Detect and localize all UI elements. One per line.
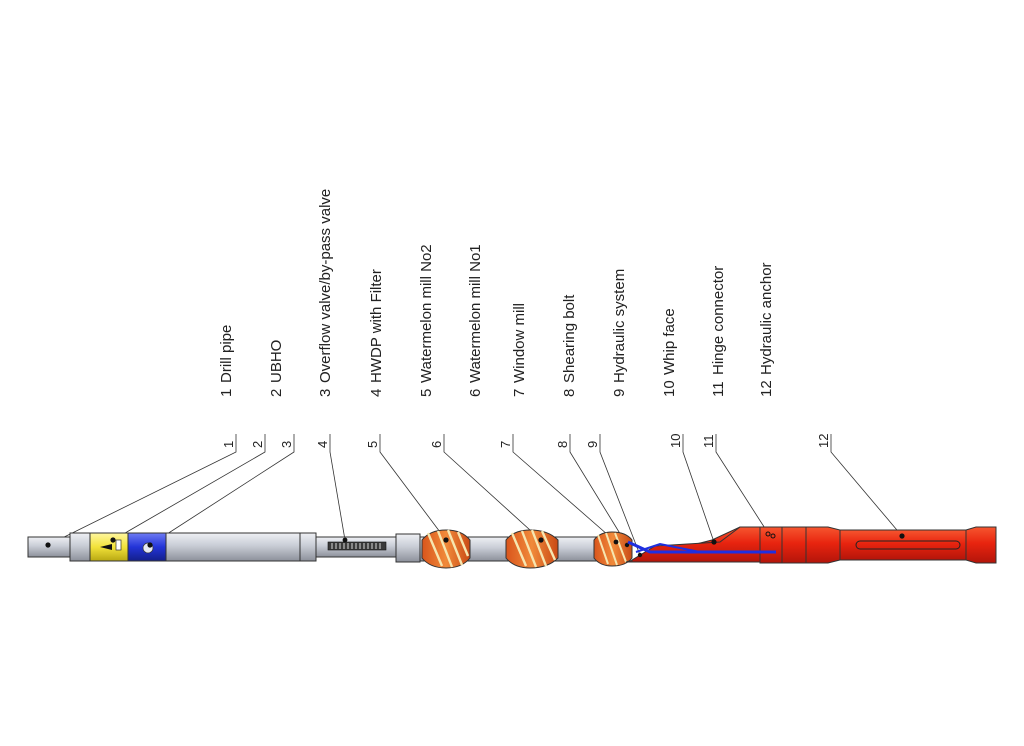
callout-11: 11 — [701, 435, 716, 449]
legend-label-5-text: Watermelon mill No2 — [418, 244, 435, 383]
callout-12: 12 — [816, 434, 831, 448]
ubho-marker — [110, 537, 116, 543]
leader-7 — [512, 434, 617, 543]
leader-5 — [379, 434, 447, 541]
callout-10: 10 — [668, 434, 683, 448]
legend-label-8-text: Shearing bolt — [561, 294, 578, 383]
legend-label-6-text: Watermelon mill No1 — [467, 244, 484, 383]
pipe-collar — [299, 532, 317, 562]
callout-6: 6 — [429, 441, 444, 448]
hwdp-filter — [327, 541, 387, 551]
legend-label-8: 8 — [561, 389, 578, 397]
legend-label-11-text: Hinge connector — [710, 266, 727, 375]
hinge-pin-1 — [765, 531, 771, 537]
ubho-body-gray — [69, 532, 93, 562]
legend-label-12: 12 — [758, 380, 775, 397]
ubho-slot — [115, 539, 122, 551]
legend-label-6: 6 — [467, 389, 484, 397]
legend-label-3: 3 — [317, 389, 334, 397]
anchor-housing-1 — [781, 526, 807, 564]
callout-8: 8 — [555, 441, 570, 448]
leader-9 — [599, 434, 641, 556]
leader-3 — [149, 434, 295, 546]
callout-5: 5 — [365, 441, 380, 448]
leader-lines — [47, 434, 903, 556]
callout-7: 7 — [498, 441, 513, 448]
window-mill — [593, 531, 633, 567]
hydraulic-line-branch — [635, 542, 701, 553]
legend-label-4-text: HWDP with Filter — [368, 269, 385, 383]
legend-label-7-text: Window mill — [511, 303, 528, 383]
legend-label-10-text: Whip face — [661, 308, 678, 375]
tool-string — [27, 526, 997, 569]
hinge-pin-2 — [770, 533, 776, 539]
legend-label-10: 10 — [661, 380, 678, 397]
leader-4 — [329, 434, 346, 541]
legend-label-7: 7 — [511, 389, 528, 397]
overflow-valve-marker — [147, 542, 153, 548]
legend: 1 Drill pipe 2 UBHO 3 Overflow valve/by-… — [218, 189, 775, 397]
legend-label-9: 9 — [611, 389, 628, 397]
whip-face — [631, 526, 761, 563]
legend-label-11: 11 — [710, 381, 727, 397]
legend-label-9-text: Hydraulic system — [611, 269, 628, 383]
legend-label-12-text: Hydraulic anchor — [758, 262, 775, 375]
hwdp-marker — [342, 537, 348, 543]
legend-label-1-text: Drill pipe — [218, 325, 235, 383]
ubho-key — [100, 544, 112, 550]
legend-label-2-text: UBHO — [268, 340, 285, 383]
pipe-section-upper — [165, 532, 311, 562]
callout-9: 9 — [585, 441, 600, 448]
anchor-marker — [899, 533, 905, 539]
callout-numbers: 1 2 3 4 5 6 7 8 9 10 11 12 — [221, 434, 831, 448]
callout-4: 4 — [315, 441, 330, 448]
hydraulic-line — [627, 540, 776, 554]
drill-pipe-marker — [45, 542, 51, 548]
leader-6 — [443, 434, 542, 541]
watermelon-mill-no1 — [505, 529, 559, 569]
shearing-bolt-marker — [624, 542, 630, 548]
callout-2: 2 — [250, 441, 265, 448]
leader-12 — [830, 434, 903, 537]
leader-8 — [569, 434, 628, 546]
anchor-taper-2 — [965, 526, 997, 564]
mill-shoulder — [395, 533, 421, 563]
leader-11 — [715, 434, 769, 534]
callout-1: 1 — [221, 441, 236, 448]
legend-label-5: 5 — [418, 389, 435, 397]
drill-pipe — [27, 536, 73, 558]
leader-2 — [112, 434, 266, 541]
leader-10 — [682, 434, 715, 543]
callout-3: 3 — [279, 441, 294, 448]
hinge-connector — [759, 526, 783, 564]
filter-slots — [331, 543, 381, 549]
anchor-slip-slot — [855, 540, 961, 550]
legend-label-4: 4 — [368, 389, 385, 397]
legend-label-1: 1 — [218, 389, 235, 397]
whip-face-marker — [711, 539, 717, 545]
leader-1 — [47, 434, 237, 546]
watermelon-mill-no2 — [421, 529, 471, 569]
legend-label-2: 2 — [268, 389, 285, 397]
legend-label-3-text: Overflow valve/by-pass valve — [317, 189, 334, 383]
anchor-taper-1 — [805, 526, 841, 564]
hydraulic-system-marker — [637, 552, 643, 558]
